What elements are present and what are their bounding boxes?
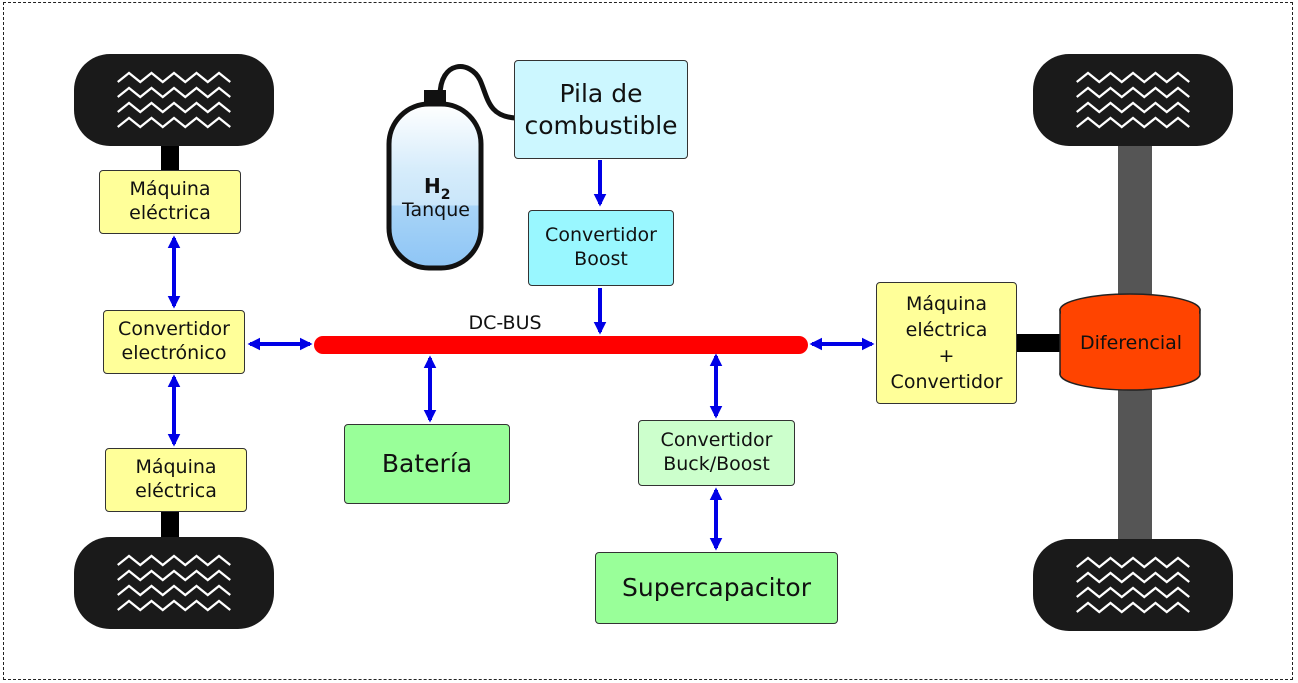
rear-shaft: [1016, 334, 1064, 352]
fuel-cell-box: Pila de combustible: [514, 60, 688, 159]
wheel-rear-right-icon: [1033, 539, 1233, 631]
tank-formula-label: H2: [424, 174, 451, 203]
buck-boost-converter-box: Convertidor Buck/Boost: [638, 420, 795, 486]
supercapacitor-box: Supercapacitor: [595, 552, 838, 624]
wheel-front-left-icon: [74, 54, 274, 146]
differential-shape: [1059, 293, 1201, 391]
front-shaft-top: [161, 140, 179, 174]
dc-bus-label: DC-BUS: [468, 312, 542, 334]
front-shaft-bottom: [161, 510, 179, 544]
dc-bus-bar: [314, 336, 808, 354]
hydrogen-tank-icon: [386, 64, 516, 271]
differential-label: Diferencial: [1079, 332, 1183, 354]
power-flow-arrows: [167, 160, 875, 551]
boost-converter-box: Convertidor Boost: [528, 210, 674, 286]
rear-machine-converter-box: Máquina eléctrica + Convertidor: [876, 282, 1017, 404]
front-machine-bottom-box: Máquina eléctrica: [105, 448, 247, 512]
tank-label: Tanque: [401, 199, 470, 221]
dashed-frame: [3, 2, 1293, 680]
wheel-rear-left-icon: [74, 537, 274, 629]
front-machine-top-box: Máquina eléctrica: [99, 170, 241, 234]
battery-box: Batería: [344, 424, 510, 504]
front-converter-box: Convertidor electrónico: [103, 310, 245, 374]
wheel-front-right-icon: [1033, 54, 1233, 146]
